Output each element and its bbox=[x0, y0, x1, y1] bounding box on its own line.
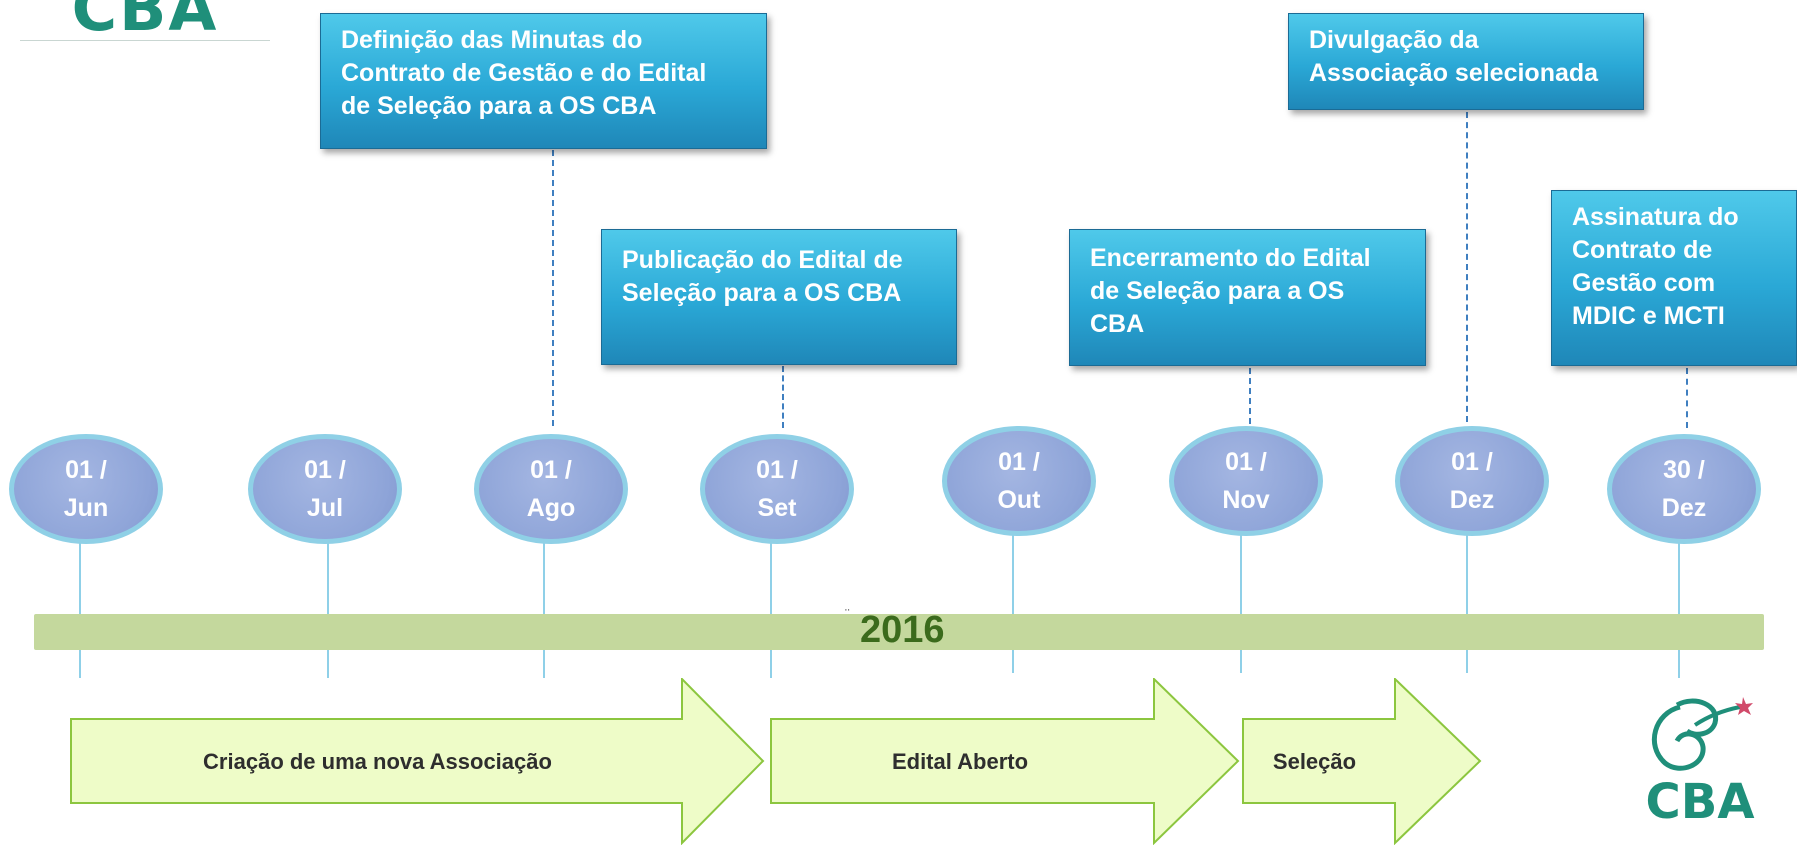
stem-set bbox=[770, 540, 772, 678]
stem-ago bbox=[543, 540, 545, 678]
stem-dez bbox=[1466, 535, 1468, 673]
phase-arrow-selecao: Seleção bbox=[1242, 678, 1482, 845]
callout-encerramento: Encerramento do Edital de Seleção para a… bbox=[1069, 229, 1426, 366]
callout-assinatura: Assinatura do Contrato de Gestão com MDI… bbox=[1551, 190, 1797, 366]
year-marker: ¨ bbox=[845, 606, 850, 622]
month-circle-jun: 01 / Jun bbox=[9, 434, 163, 544]
phase-label-criacao: Criação de uma nova Associação bbox=[203, 748, 552, 774]
logo-bottom-text: CBA bbox=[1646, 774, 1755, 825]
month-circle-ago: 01 / Ago bbox=[474, 434, 628, 544]
cba-logo-bottom: CBA bbox=[1625, 685, 1775, 830]
cba-logo-top: CBA bbox=[20, 0, 270, 48]
stem-30dez bbox=[1678, 540, 1680, 678]
stem-out bbox=[1012, 535, 1014, 673]
callout-divulgacao: Divulgação da Associação selecionada bbox=[1288, 13, 1644, 110]
month-circle-30dez: 30 / Dez bbox=[1607, 434, 1761, 544]
year-label: 2016 bbox=[860, 609, 945, 651]
cba-emblem-icon: CBA bbox=[1646, 697, 1755, 830]
stem-jun bbox=[79, 540, 81, 678]
callout-minutas: Definição das Minutas do Contrato de Ges… bbox=[320, 13, 767, 149]
logo-top-text: CBA bbox=[71, 0, 219, 45]
month-circle-out: 01 / Out bbox=[942, 426, 1096, 536]
phase-arrow-criacao: Criação de uma nova Associação bbox=[70, 678, 765, 845]
arrow-shape bbox=[1242, 678, 1482, 845]
stem-nov bbox=[1240, 535, 1242, 673]
connector-publicacao bbox=[782, 366, 784, 428]
arrow-shape bbox=[70, 678, 765, 845]
phase-label-selecao: Seleção bbox=[1272, 748, 1357, 774]
month-circle-set: 01 / Set bbox=[700, 434, 854, 544]
stem-jul bbox=[327, 540, 329, 678]
connector-minutas bbox=[552, 150, 554, 426]
logo-top-underline bbox=[20, 40, 270, 41]
year-bar bbox=[34, 614, 1764, 650]
connector-encerramento bbox=[1249, 368, 1251, 424]
connector-assinatura bbox=[1686, 368, 1688, 428]
month-circle-dez: 01 / Dez bbox=[1395, 426, 1549, 536]
month-circle-jul: 01 / Jul bbox=[248, 434, 402, 544]
month-circle-nov: 01 / Nov bbox=[1169, 426, 1323, 536]
connector-divulgacao bbox=[1466, 112, 1468, 422]
callout-publicacao: Publicação do Edital de Seleção para a O… bbox=[601, 229, 957, 365]
phase-label-edital: Edital Aberto bbox=[891, 748, 1029, 774]
phase-arrow-edital: Edital Aberto bbox=[770, 678, 1240, 845]
arrow-shape bbox=[770, 678, 1240, 845]
